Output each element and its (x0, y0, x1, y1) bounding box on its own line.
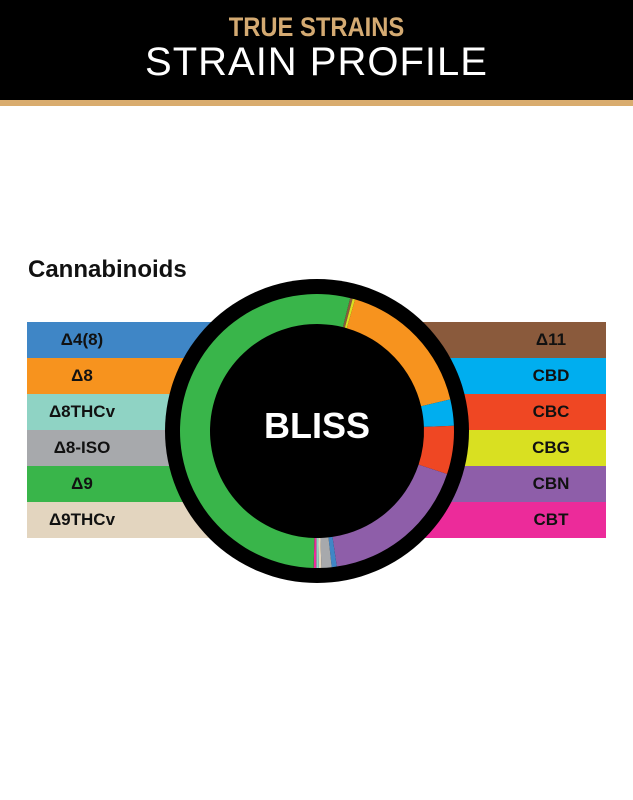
slice-CBN (332, 464, 448, 567)
header: TRUE STRAINS STRAIN PROFILE (0, 0, 633, 106)
slice-Δ9THCv (318, 537, 322, 568)
slice-Δ8THCv (316, 537, 319, 569)
page-title: STRAIN PROFILE (145, 40, 488, 84)
slice-Δ8-ISO (320, 537, 332, 568)
slice-Δ4(8) (328, 536, 337, 568)
legend-label: Δ9 (71, 474, 93, 493)
legend-label: Δ11 (535, 330, 567, 349)
legend-label: CBC (532, 402, 570, 421)
legend-label: CBT (533, 510, 569, 529)
legend-label: CBG (532, 438, 570, 457)
center-label: BLISS (263, 405, 370, 446)
legend-label: CBD (532, 366, 570, 385)
slice-CBG (344, 298, 356, 329)
slice-Δ9 (180, 294, 351, 568)
slice-CBD (421, 399, 454, 427)
slice-Δ8 (346, 299, 451, 407)
brand-name: TRUE STRAINS (228, 12, 405, 42)
section-title: Cannabinoids (28, 256, 187, 283)
legend-label: Δ9THCv (48, 510, 116, 529)
slice-CBT (313, 537, 317, 568)
legend-label: Δ8-ISO (53, 438, 111, 457)
legend-label: Δ4(8) (60, 330, 104, 349)
legend-label: Δ8THCv (48, 402, 116, 421)
legend-label: Δ8 (71, 366, 93, 385)
slice-CBC (418, 425, 455, 475)
slice-Δ11 (342, 298, 353, 328)
legend-label: CBN (532, 474, 570, 493)
